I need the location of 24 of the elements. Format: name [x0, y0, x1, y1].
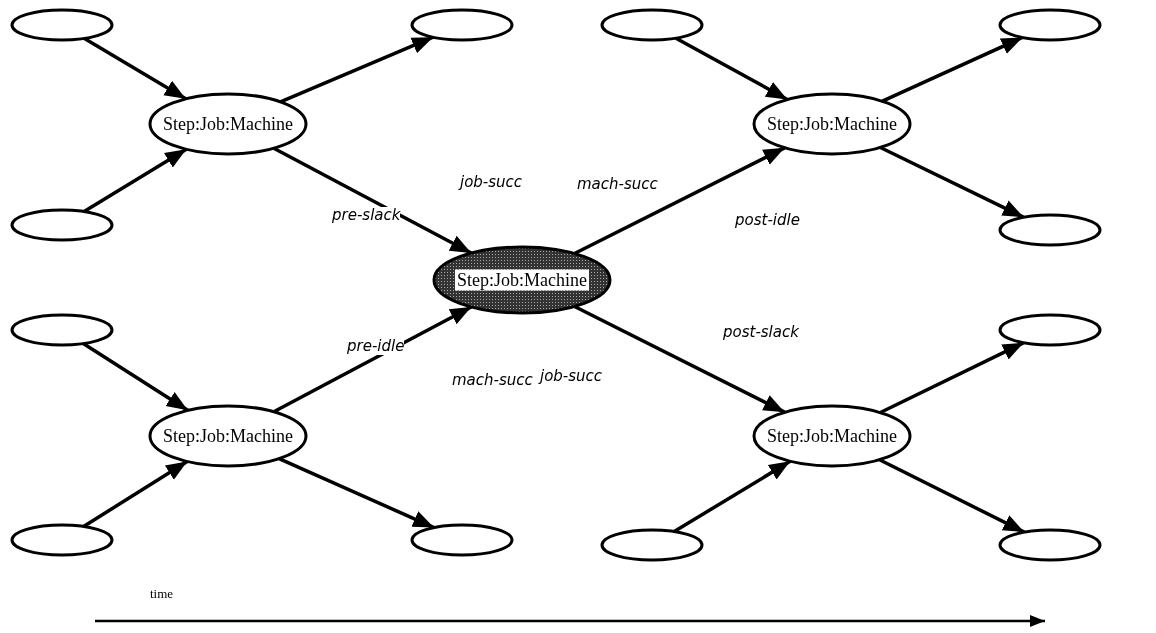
arrow [573, 304, 786, 414]
arrow [278, 457, 435, 530]
arrow [879, 145, 1025, 219]
node-label: Step:Job:Machine [163, 113, 293, 135]
relation-label: post-slack [723, 324, 799, 341]
arrow [82, 460, 189, 528]
arrow [82, 342, 189, 412]
edge-label: job-succ [540, 368, 603, 385]
arrow [279, 35, 434, 104]
relation-label: pre-slack [332, 207, 401, 224]
node-label: Step:Job:Machine [767, 425, 897, 447]
arrow [573, 146, 786, 256]
edge-label: job-succ [460, 174, 523, 191]
relation-label: post-idle [735, 212, 800, 229]
node-label: Step:Job:Machine [163, 425, 293, 447]
node-label: Step:Job:Machine [455, 269, 589, 291]
arrow [879, 341, 1025, 415]
arrow [675, 36, 789, 101]
arrow [878, 458, 1026, 534]
node-label: Step:Job:Machine [767, 113, 897, 135]
arrow [881, 35, 1024, 103]
relation-label: pre-idle [347, 338, 405, 355]
arrow [272, 146, 473, 255]
arrow [272, 305, 473, 414]
